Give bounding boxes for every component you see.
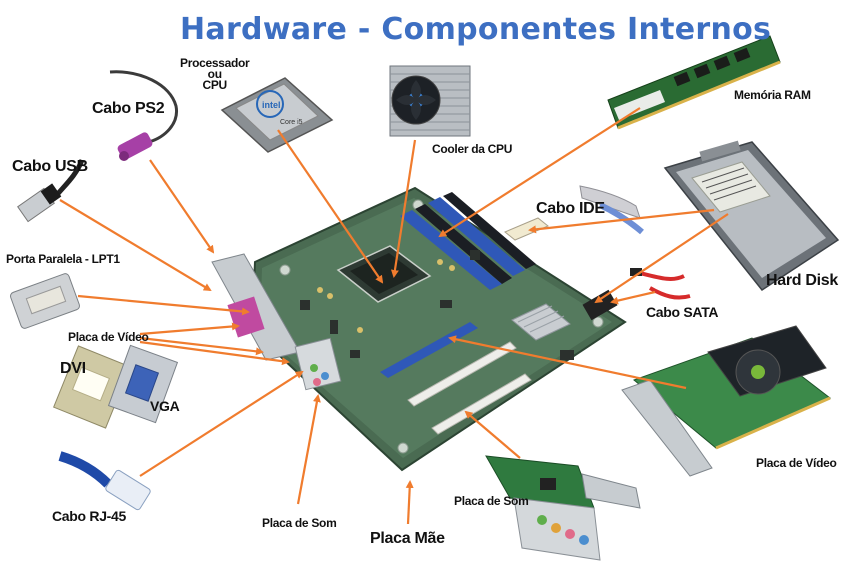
ram-module-icon [607, 35, 781, 130]
rj45-cable-icon [58, 451, 151, 511]
vga-connector-icon [107, 344, 179, 424]
label-processador-line3: CPU [202, 78, 227, 92]
page-title: Hardware - Componentes Internos [180, 12, 772, 47]
usb-cable-icon [17, 159, 85, 223]
label-processador: Processador ou CPU [180, 56, 250, 92]
label-cooler: Cooler da CPU [432, 142, 513, 156]
cpu-cooler-icon [389, 65, 471, 137]
label-placa-som-bottom: Placa de Som [262, 516, 337, 530]
sata-cable-icon [630, 268, 691, 300]
label-placa-video-right: Placa de Vídeo [756, 456, 837, 470]
label-hard-disk: Hard Disk [766, 272, 838, 289]
label-placa-mae: Placa Mãe [370, 530, 445, 547]
parallel-port-icon [9, 273, 81, 329]
sound-card-icon [485, 455, 641, 561]
label-cabo-ps2: Cabo PS2 [92, 100, 165, 117]
video-card-icon [621, 325, 831, 477]
label-placa-som-card: Placa de Som [454, 494, 529, 508]
label-cabo-usb: Cabo USB [12, 158, 88, 175]
label-cabo-sata: Cabo SATA [646, 304, 719, 320]
label-processador-line1: Processador [180, 56, 250, 70]
label-memoria: Memória RAM [734, 88, 811, 102]
label-cabo-ide: Cabo IDE [536, 200, 605, 217]
cpu-chip-icon: intel Core i5 [220, 77, 334, 153]
motherboard-icon [211, 186, 627, 472]
label-vga: VGA [150, 398, 180, 414]
label-placa-video-left: Placa de Vídeo [68, 330, 149, 344]
cpu-brand-text: intel [262, 100, 281, 110]
cpu-model-text: Core i5 [280, 119, 303, 126]
ps2-cable-icon [109, 70, 178, 161]
hard-disk-icon [663, 140, 840, 292]
label-cabo-rj45: Cabo RJ-45 [52, 508, 127, 524]
label-dvi: DVI [60, 360, 86, 377]
callout-arrows [59, 107, 729, 525]
label-porta-paralela: Porta Paralela - LPT1 [6, 252, 120, 266]
label-processador-line2: ou [207, 67, 222, 81]
